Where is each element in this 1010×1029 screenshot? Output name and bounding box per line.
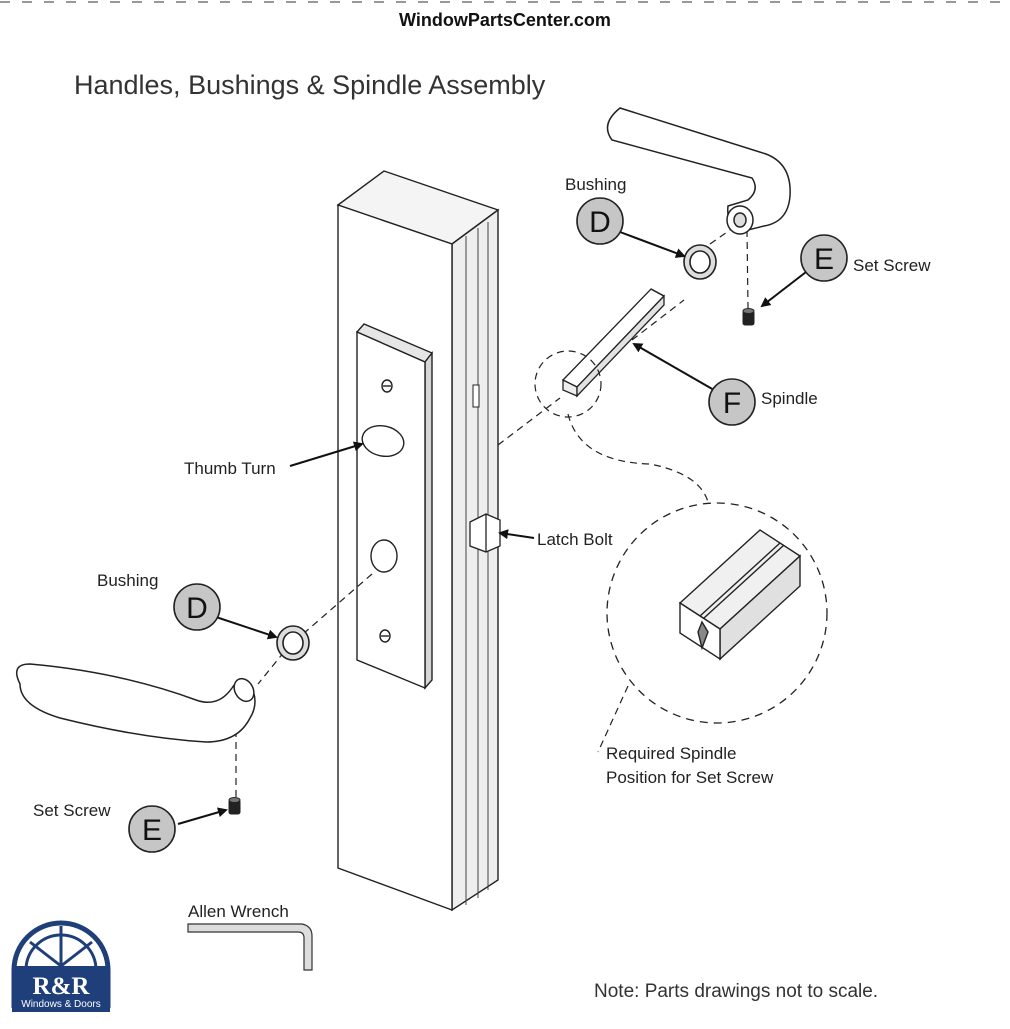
escutcheon-plate xyxy=(355,323,434,690)
svg-text:D: D xyxy=(186,592,208,625)
thumb-turn-hole xyxy=(361,424,405,458)
label-latch-bolt: Latch Bolt xyxy=(537,530,613,549)
logo-sub-text: Windows & Doors xyxy=(21,999,100,1010)
callout-d-top: D xyxy=(576,197,624,245)
callout-d-left: D xyxy=(173,583,221,631)
svg-text:D: D xyxy=(589,206,611,239)
svg-text:F: F xyxy=(723,387,741,420)
callout-e-right: E xyxy=(800,234,848,282)
callout-f: F xyxy=(708,378,756,426)
allen-wrench-part xyxy=(187,923,313,971)
label-set-screw-right: Set Screw xyxy=(853,256,931,275)
set-screw-left-part xyxy=(228,797,241,815)
diagram-title: Handles, Bushings & Spindle Assembly xyxy=(74,70,546,100)
latch-bolt-part xyxy=(469,513,501,553)
callout-e-left: E xyxy=(128,805,176,853)
left-bushing-part xyxy=(276,625,310,661)
label-bushing-top: Bushing xyxy=(565,175,627,194)
alignment-lines xyxy=(235,229,749,800)
logo-mark-text: R&R xyxy=(33,973,91,1000)
spindle-hole xyxy=(370,539,398,573)
svg-text:E: E xyxy=(142,814,162,847)
top-bushing-part xyxy=(683,244,717,280)
rr-logo: R&R Windows & Doors xyxy=(11,920,111,1012)
label-set-screw-left: Set Screw xyxy=(33,801,111,820)
label-bushing-left: Bushing xyxy=(97,571,159,590)
scale-note: Note: Parts drawings not to scale. xyxy=(594,981,879,1002)
site-name: WindowPartsCenter.com xyxy=(399,10,611,30)
leader-arrows xyxy=(177,231,807,825)
edge-slot xyxy=(472,384,480,408)
spindle-detail-view xyxy=(606,502,828,724)
left-handle-part xyxy=(15,663,256,743)
label-allen-wrench: Allen Wrench xyxy=(188,902,289,921)
label-thumb-turn: Thumb Turn xyxy=(184,459,276,478)
label-spindle: Spindle xyxy=(761,389,818,408)
top-handle-part xyxy=(606,107,791,235)
spindle-detail-ring xyxy=(534,350,602,418)
svg-text:E: E xyxy=(814,243,834,276)
spindle-part xyxy=(561,288,666,398)
label-required-line1: Required Spindle xyxy=(606,744,737,763)
set-screw-right-part xyxy=(742,308,755,326)
label-required-line2: Position for Set Screw xyxy=(606,768,774,787)
